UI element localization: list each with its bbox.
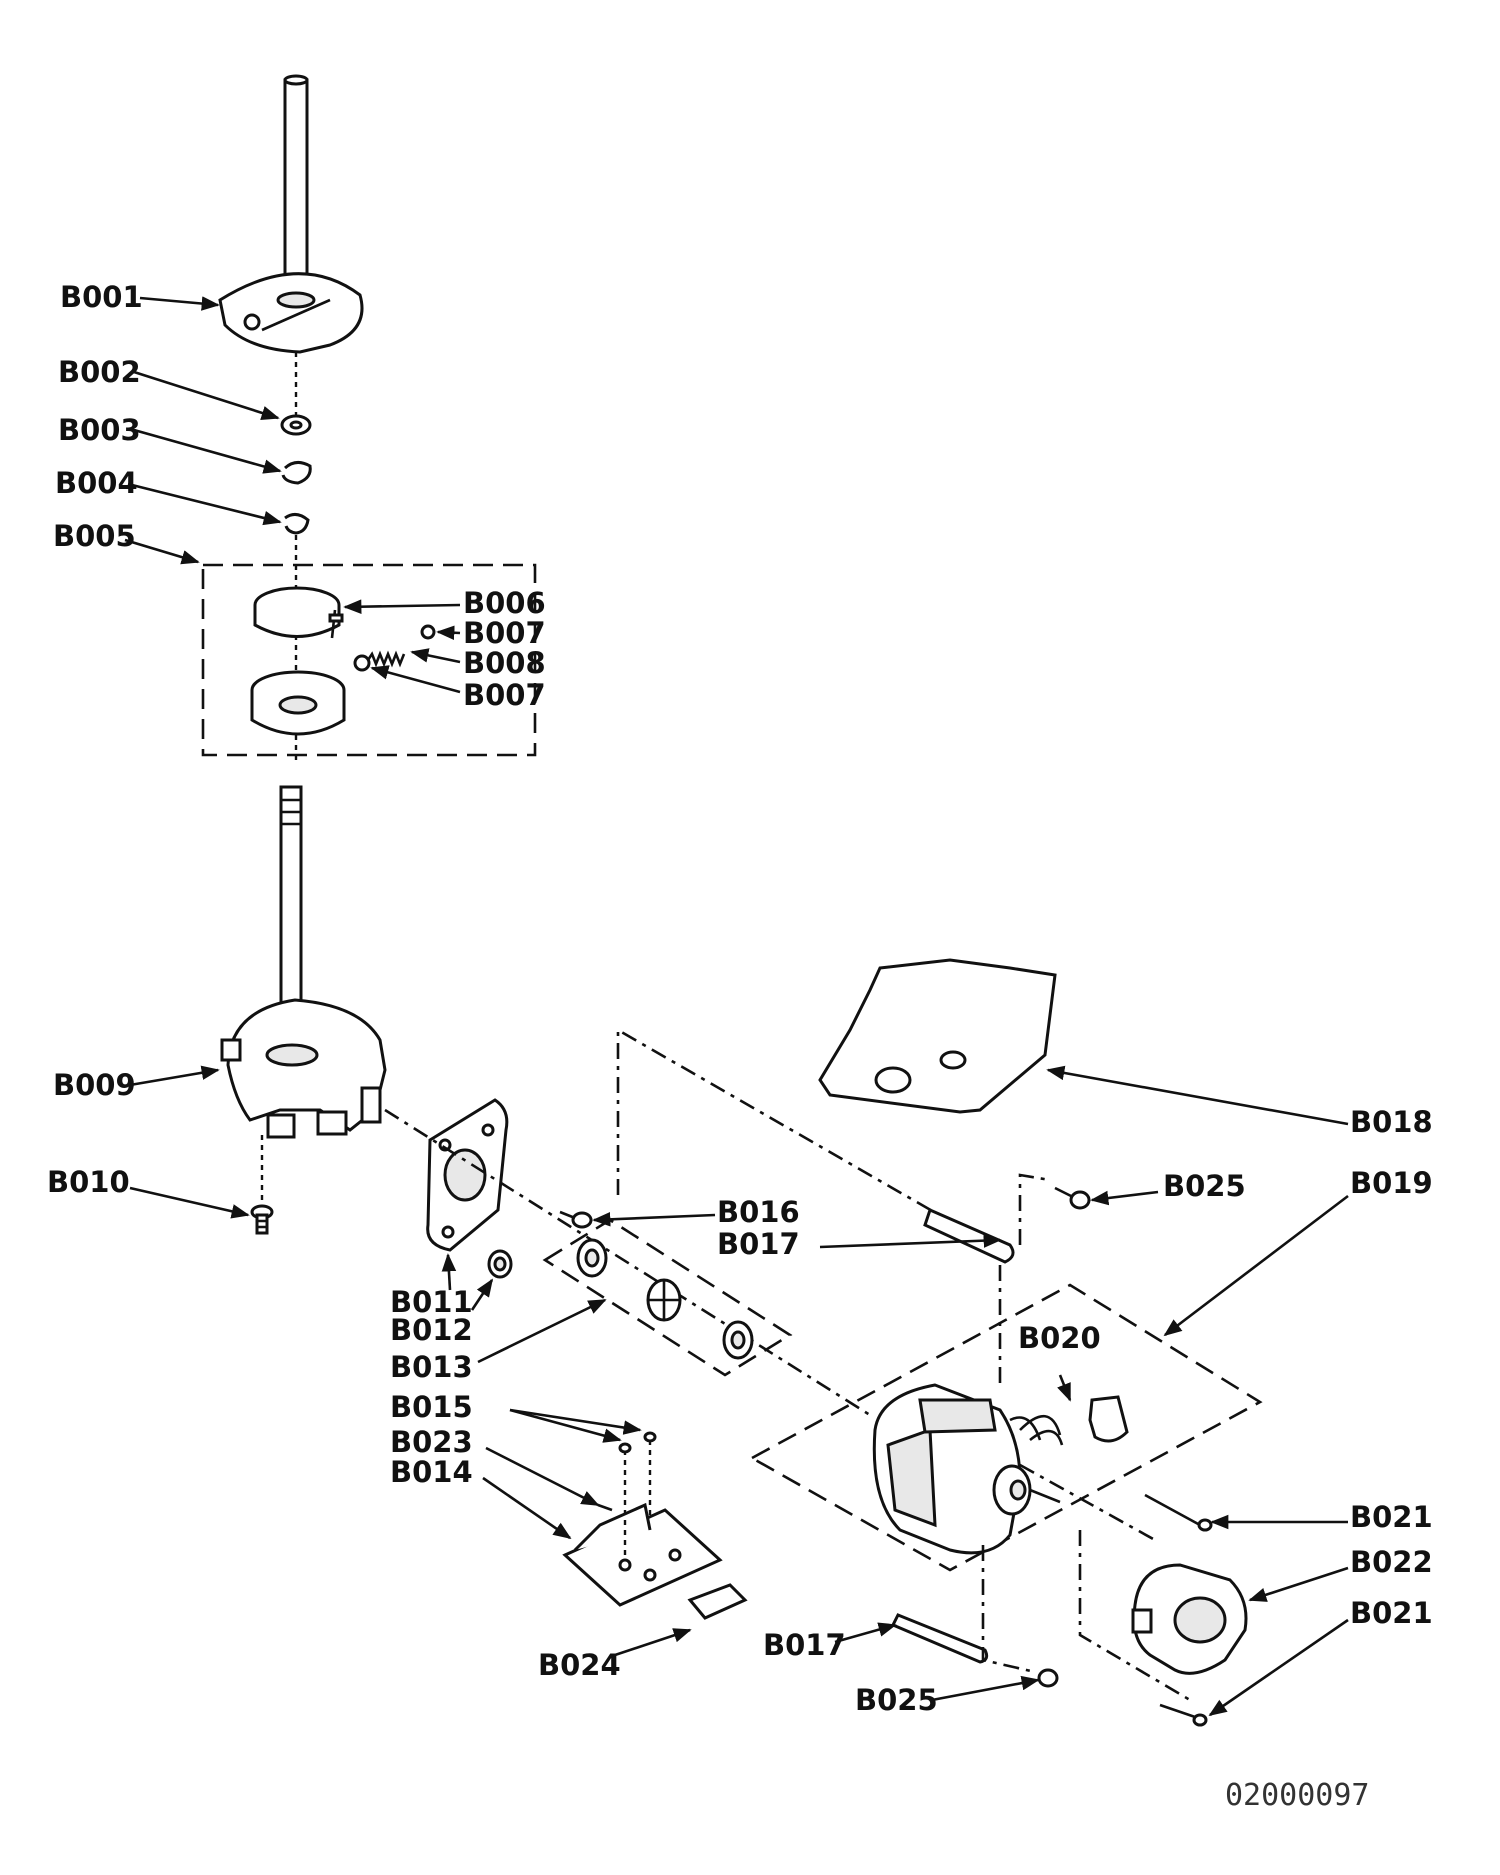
motor-part: [872, 1383, 1064, 1555]
gasket-sheet-part: [818, 958, 1057, 1114]
clip-screw-lower-part: [1037, 1668, 1059, 1688]
motor-clip-lower-part: [890, 1613, 989, 1664]
transmission-part: [220, 785, 387, 1139]
motor-clip-upper-part: [923, 1207, 1015, 1264]
washer-parts: [280, 414, 312, 535]
label-b023: B023: [390, 1425, 473, 1459]
label-b007-lower: B007: [463, 678, 546, 712]
label-b003: B003: [58, 413, 141, 447]
leader-lines: [124, 296, 1349, 1717]
clip-screw-upper-part: [1018, 1173, 1091, 1245]
mount-screw-part: [250, 1204, 274, 1235]
label-b012: B012: [390, 1313, 473, 1347]
mounting-plate-part: [426, 1098, 509, 1252]
clutch-assembly-box: [201, 563, 537, 757]
coupling-kit-box: [542, 1218, 793, 1377]
label-b002: B002: [58, 355, 141, 389]
label-b008: B008: [463, 646, 546, 680]
part-labels: B001 B002 B003 B004 B005 B006 B007 B008 …: [47, 280, 1433, 1813]
end-shield-part: [1019, 1463, 1248, 1702]
label-b022: B022: [1350, 1545, 1433, 1579]
label-b015: B015: [390, 1390, 473, 1424]
lower-screw-dash: [981, 1545, 1036, 1674]
clutch-band-part: [253, 586, 344, 639]
label-b014: B014: [390, 1455, 473, 1489]
label-b006: B006: [463, 586, 546, 620]
plate-screw-part: [559, 1210, 593, 1229]
label-b010: B010: [47, 1165, 130, 1199]
clutch-drum-part: [250, 670, 346, 736]
label-b021-lower: B021: [1350, 1596, 1433, 1630]
label-b017-upper: B017: [717, 1227, 800, 1261]
drawing-number: 02000097: [1225, 1778, 1370, 1813]
switch-part: [1088, 1395, 1129, 1443]
label-b025-lower: B025: [855, 1683, 938, 1717]
agitator-shaft-part: [218, 74, 364, 354]
bushing-part: [487, 1249, 513, 1279]
label-b004: B004: [55, 466, 138, 500]
label-b016: B016: [717, 1195, 800, 1229]
label-b011: B011: [390, 1285, 473, 1319]
label-b018: B018: [1350, 1105, 1433, 1139]
label-b024: B024: [538, 1648, 621, 1682]
drive-axis-line: [384, 1108, 871, 1417]
label-b013: B013: [390, 1350, 473, 1384]
label-b019: B019: [1350, 1166, 1433, 1200]
label-b007-upper: B007: [463, 616, 546, 650]
motor-assembly-box: [749, 1283, 1263, 1572]
label-b017-lower: B017: [763, 1628, 846, 1662]
coupling-parts: [576, 1238, 754, 1360]
label-b005: B005: [53, 519, 136, 553]
foot-pad-part: [687, 1583, 748, 1620]
label-b020: B020: [1018, 1321, 1101, 1355]
label-b001: B001: [60, 280, 143, 314]
spring-pins-part: [353, 624, 436, 672]
label-b021-upper: B021: [1350, 1500, 1433, 1534]
base-bracket-part: [562, 1431, 723, 1607]
label-b025-upper: B025: [1163, 1169, 1246, 1203]
label-b009: B009: [53, 1068, 136, 1102]
